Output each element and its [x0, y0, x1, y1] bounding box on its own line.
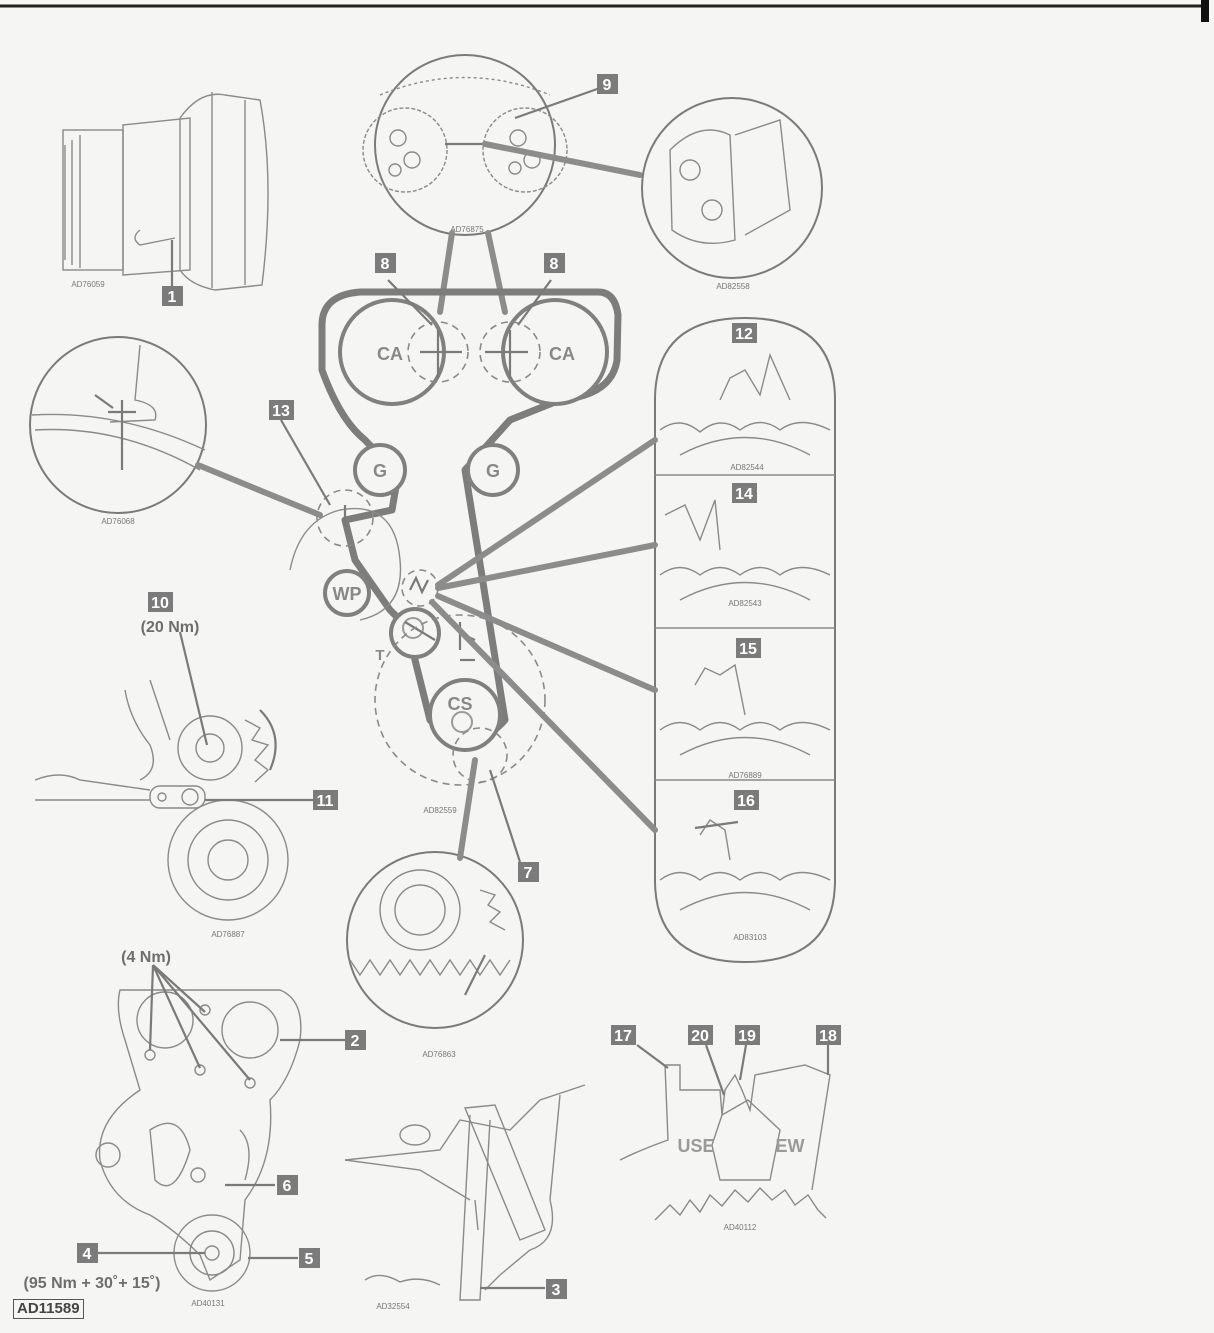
code-i7: AD76889	[728, 771, 762, 780]
svg-text:7: 7	[524, 865, 533, 882]
code-i6: AD82543	[728, 599, 762, 608]
svg-text:9: 9	[603, 77, 612, 94]
svg-text:6: 6	[283, 1178, 292, 1195]
svg-text:1: 1	[168, 289, 177, 306]
callout-5: 5	[299, 1248, 320, 1268]
code-i5: AD82544	[730, 463, 764, 472]
code-i12: AD40131	[191, 1299, 225, 1308]
callout-3: 3	[546, 1279, 567, 1299]
callout-2: 2	[345, 1030, 366, 1050]
callout-7: 7	[518, 862, 539, 882]
svg-text:4: 4	[83, 1246, 92, 1263]
svg-text:11: 11	[317, 793, 334, 810]
pulley-wp: WP	[333, 584, 362, 604]
pulley-ca-left: CA	[377, 344, 403, 364]
svg-text:20: 20	[691, 1028, 709, 1045]
callout-15: 15	[736, 638, 761, 658]
svg-text:16: 16	[737, 793, 755, 810]
callout-14: 14	[732, 483, 757, 503]
callout-6: 6	[277, 1175, 298, 1195]
code-i4: AD76068	[101, 517, 135, 526]
callout-10: 10	[148, 592, 173, 612]
callout-4: 4	[77, 1243, 98, 1263]
code-i9: AD82559	[423, 806, 457, 815]
svg-text:8: 8	[381, 256, 390, 273]
crank-mark-inset	[29, 336, 207, 514]
code-i2: AD76875	[450, 225, 484, 234]
svg-text:10: 10	[151, 595, 169, 612]
code-i8: AD83103	[733, 933, 767, 942]
timing-belt-layout: CA CA G G WP T CS	[289, 279, 622, 786]
callout-18: 18	[816, 1025, 841, 1045]
camshaft-alignment-inset	[362, 54, 643, 236]
svg-text:18: 18	[819, 1028, 837, 1045]
indicator-new: EW	[776, 1136, 805, 1156]
callout-8b: 8	[544, 253, 565, 273]
svg-text:15: 15	[739, 641, 757, 658]
code-i11: AD76863	[422, 1050, 456, 1059]
svg-text:14: 14	[735, 486, 753, 503]
torque-2: (4 Nm)	[121, 949, 171, 966]
callout-19: 19	[735, 1025, 760, 1045]
callout-11: 11	[313, 790, 338, 810]
callout-1: 1	[162, 286, 183, 306]
svg-text:5: 5	[305, 1251, 314, 1268]
callout-13: 13	[269, 400, 294, 420]
tensioner-adjust-inset	[34, 631, 313, 921]
locking-tool-inset	[641, 97, 823, 279]
code-i13: AD32554	[376, 1302, 410, 1311]
torque-4: (95 Nm + 30˚+ 15˚)	[24, 1275, 161, 1292]
tensioner-inset	[62, 92, 269, 291]
code-i3: AD82558	[716, 282, 750, 291]
indicator-used: USE	[677, 1136, 714, 1156]
pulley-ca-right: CA	[549, 344, 575, 364]
svg-text:13: 13	[272, 403, 290, 420]
svg-text:2: 2	[351, 1033, 360, 1050]
code-i10: AD76887	[211, 930, 245, 939]
crankshaft-sprocket-inset	[346, 851, 524, 1029]
svg-text:19: 19	[738, 1028, 756, 1045]
code-i1: AD76059	[71, 280, 105, 289]
bracket-inset	[344, 1084, 586, 1301]
pulley-g-right: G	[486, 461, 500, 481]
figure-reference: AD11589	[13, 1299, 84, 1319]
callout-9: 9	[597, 74, 618, 94]
pulley-cs: CS	[447, 694, 472, 714]
callout-16: 16	[734, 790, 759, 810]
svg-text:17: 17	[614, 1028, 632, 1045]
pulley-t: T	[375, 647, 384, 664]
callout-17: 17	[611, 1025, 636, 1045]
callout-8a: 8	[375, 253, 396, 273]
svg-text:3: 3	[552, 1282, 561, 1299]
pulley-g-left: G	[373, 461, 387, 481]
callout-12: 12	[732, 323, 757, 343]
svg-text:12: 12	[735, 326, 753, 343]
tensioner-pointer-panels	[654, 316, 836, 964]
svg-text:8: 8	[550, 256, 559, 273]
used-new-indicator-inset	[619, 1044, 831, 1221]
code-i14: AD40112	[724, 1223, 757, 1232]
torque-10: (20 Nm)	[141, 619, 200, 636]
callout-20: 20	[688, 1025, 713, 1045]
engine-front-inset	[95, 964, 345, 1292]
